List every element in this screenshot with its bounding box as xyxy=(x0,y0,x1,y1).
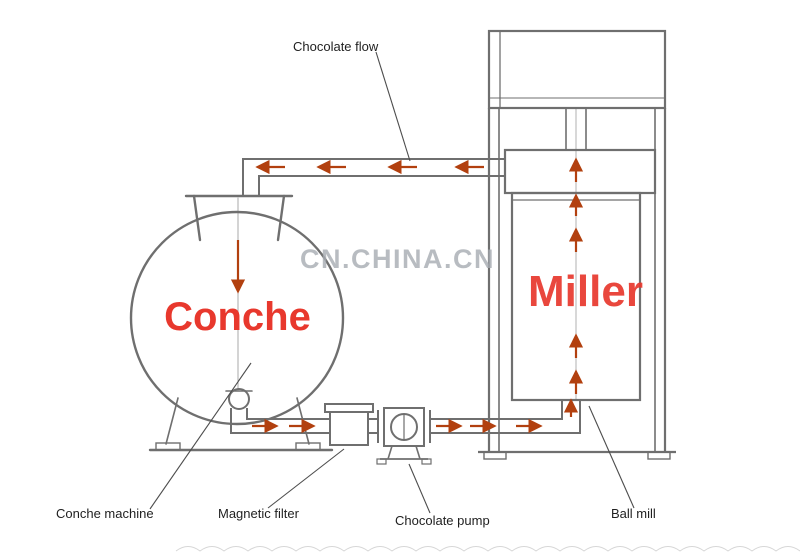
mill-foot-left xyxy=(483,451,507,460)
leader-chocolate-flow xyxy=(375,51,411,162)
torn-paper-edge xyxy=(175,546,800,552)
flow-arrows xyxy=(230,157,584,434)
top-pipe-lower-line xyxy=(258,175,505,196)
mill-foot-right xyxy=(647,451,671,460)
top-pipe-upper-line xyxy=(242,158,505,196)
bottom-pipe xyxy=(230,400,581,434)
conche-hopper-right xyxy=(276,194,286,242)
bottom-pipe-riser-inner xyxy=(430,400,563,420)
label-chocolate-pump: Chocolate pump xyxy=(395,513,490,528)
conche-machine-drawing xyxy=(129,194,345,452)
conche-tank xyxy=(129,210,345,426)
conche-leg-right xyxy=(296,397,310,445)
magnetic-filter-lid xyxy=(324,403,374,413)
leader-lines xyxy=(149,51,635,514)
pump-leg-right xyxy=(415,445,421,460)
leader-magnetic-filter xyxy=(267,448,345,509)
chocolate-pump-drawing xyxy=(376,407,432,465)
conche-foot-left xyxy=(155,442,181,451)
bottom-pipe-left-elbow-outer xyxy=(230,408,330,434)
top-pipe xyxy=(242,158,505,196)
pump-foot-right xyxy=(421,458,432,465)
conche-hopper-left xyxy=(192,194,202,242)
leader-chocolate-pump xyxy=(408,463,431,514)
leader-conche-machine xyxy=(149,362,252,510)
label-chocolate-flow: Chocolate flow xyxy=(293,39,379,54)
pump-foot-left xyxy=(376,458,387,465)
conche-foot-right xyxy=(295,442,321,451)
pump-leg-left xyxy=(387,445,393,460)
ball-mill-drawing xyxy=(478,29,676,460)
leader-ball-mill xyxy=(588,405,635,509)
mill-feed-box xyxy=(503,148,657,195)
label-ball-mill: Ball mill xyxy=(611,506,656,521)
magnetic-filter-drawing xyxy=(324,403,374,446)
label-magnetic-filter: Magnetic filter xyxy=(218,506,299,521)
label-conche-machine: Conche machine xyxy=(56,506,154,521)
conche-valve-wheel xyxy=(228,388,250,410)
watermark-text: CN.CHINA.CN xyxy=(300,244,495,274)
magnetic-filter-body xyxy=(329,411,369,446)
conche-leg-left xyxy=(165,397,179,445)
conche-name-text: Conche xyxy=(164,295,311,339)
miller-name-text: Miller xyxy=(528,267,643,316)
mill-motor-box xyxy=(487,29,667,110)
bottom-pipe-riser-outer xyxy=(430,400,581,434)
